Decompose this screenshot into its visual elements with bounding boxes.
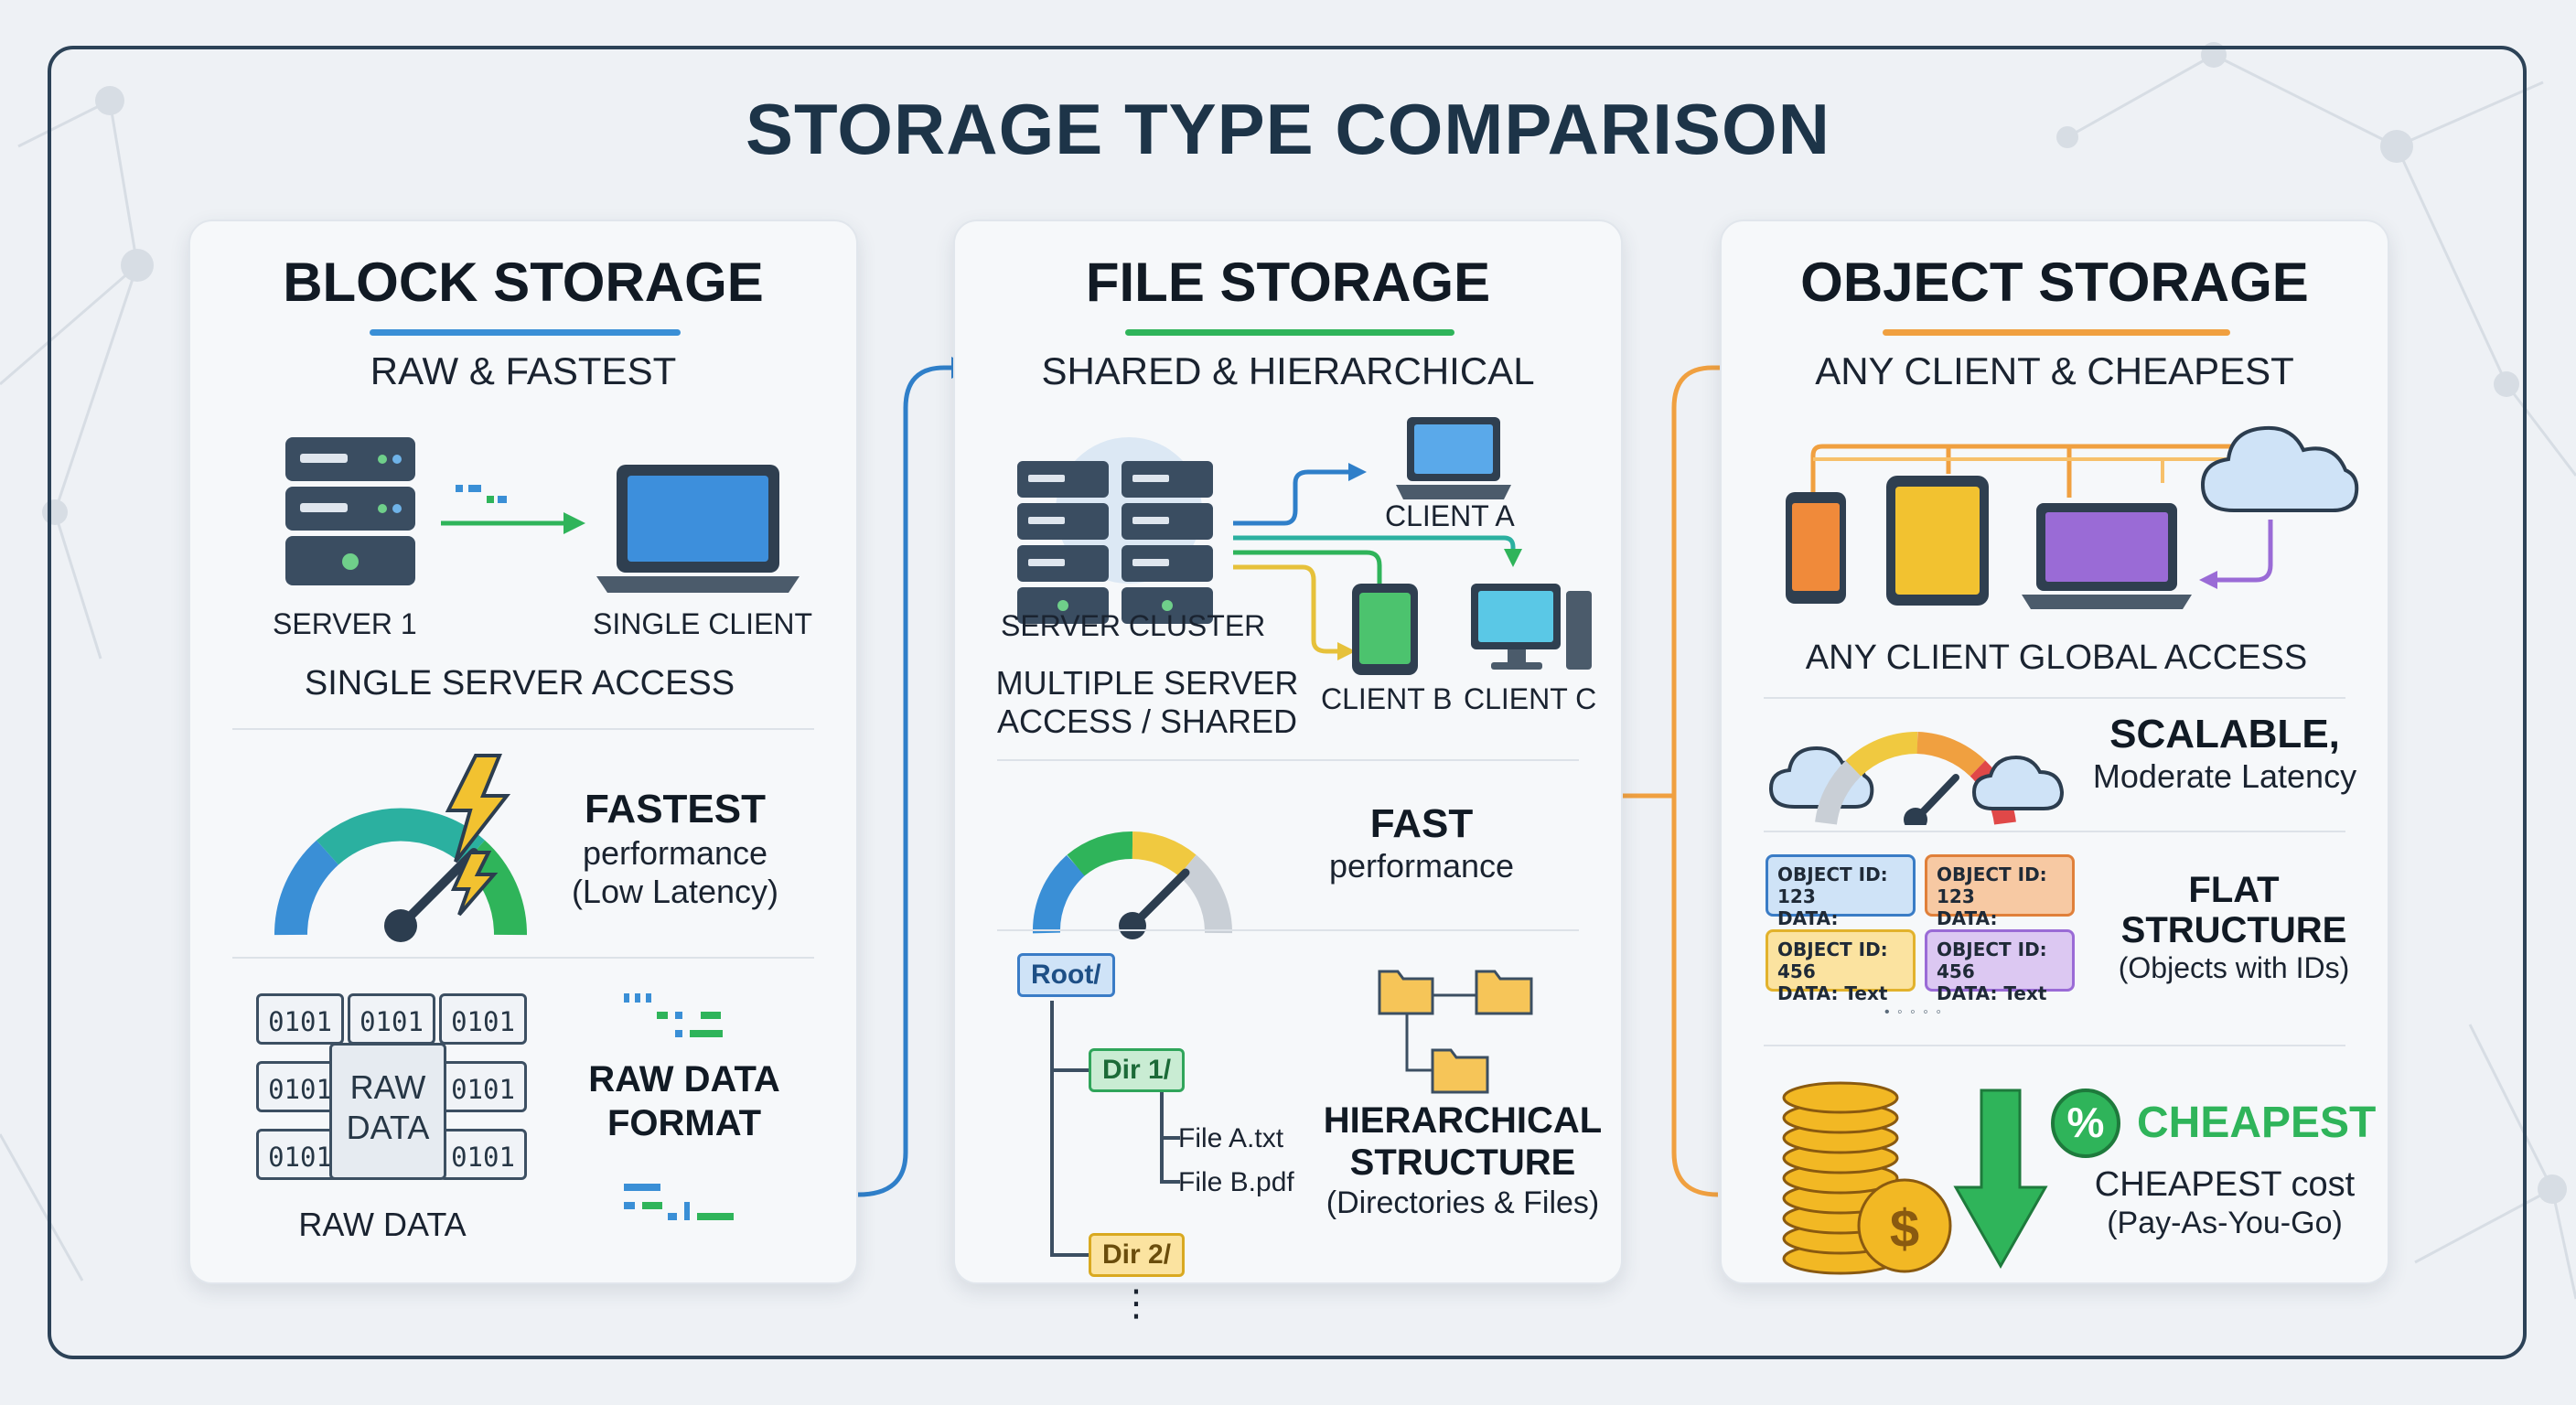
client-b-label: CLIENT B	[1321, 682, 1453, 715]
binary-block: 0101	[439, 993, 527, 1045]
data-bits-top-icon	[624, 993, 723, 1037]
tree-dir2-folder: Dir 2/	[1089, 1233, 1186, 1277]
block-perf-line2: (Low Latency)	[571, 873, 779, 910]
file-perf-title: FAST	[1369, 801, 1474, 846]
file-divider-1	[997, 759, 1579, 761]
single-client-label: SINGLE CLIENT	[593, 607, 813, 640]
block-divider-2	[232, 957, 814, 959]
file-access-line2: ACCESS / SHARED	[996, 702, 1298, 740]
client-c-desktop-icon	[1471, 584, 1592, 670]
tree-file-b: File B.pdf	[1178, 1167, 1294, 1197]
server-1-label: SERVER 1	[273, 607, 417, 640]
outer-frame	[48, 46, 2527, 1359]
carousel-dots: • ◦ ◦ ◦ ◦	[1884, 1004, 1944, 1020]
speedometer-cloud-icon	[1768, 731, 2065, 825]
object-divider-1	[1764, 697, 2345, 699]
block-perf-title: FASTEST	[584, 787, 767, 831]
file-title-underline	[1125, 329, 1454, 336]
tree-more-indicator: ⋮	[1118, 1283, 1154, 1324]
object-card: OBJECT ID: 123 DATA: Image	[1766, 854, 1916, 951]
object-card: OBJECT ID: 456 DATA: Text	[1925, 929, 2075, 1004]
object-divider-2	[1764, 831, 2345, 832]
block-divider-1	[232, 728, 814, 730]
dollar-sign: $	[1889, 1199, 1920, 1259]
binary-block: 0101	[348, 993, 435, 1045]
object-card-id: OBJECT ID: 123	[1937, 863, 2047, 907]
data-bits-bottom-icon	[624, 1184, 734, 1220]
coins-stack-icon	[1782, 1081, 1952, 1275]
object-card: OBJECT ID: 456 DATA: Text	[1766, 929, 1916, 1004]
flat-line2: STRUCTURE	[2120, 910, 2347, 950]
object-storage-panel: OBJECT STORAGE ANY CLIENT & CHEAPEST ANY…	[1720, 220, 2389, 1284]
file-title: FILE STORAGE	[1085, 252, 1491, 313]
object-card-data: DATA: Text	[1937, 982, 2047, 1004]
raw-data-caption: RAW DATA	[298, 1206, 467, 1243]
file-access-line1: MULTIPLE SERVER	[995, 664, 1299, 702]
laptop-purple-icon	[2022, 503, 2192, 609]
file-structure-line1: HIERARCHICAL	[1323, 1100, 1603, 1141]
phone-icon	[1786, 492, 1846, 604]
object-card-id: OBJECT ID: 456	[1777, 938, 1888, 982]
block-title-underline	[370, 329, 681, 336]
flat-line3: (Objects with IDs)	[2118, 951, 2350, 984]
file-structure-line3: (Directories & Files)	[1326, 1185, 1600, 1220]
flat-line1: FLAT	[2188, 870, 2280, 910]
block-storage-panel: BLOCK STORAGE RAW & FASTEST SERVER 1 SIN…	[188, 220, 858, 1284]
page-title: STORAGE TYPE COMPARISON	[746, 89, 1830, 169]
raw-data-file-text: RAW DATA	[346, 1068, 430, 1146]
object-scale-line1: Moderate Latency	[2092, 757, 2357, 795]
block-title: BLOCK STORAGE	[283, 252, 764, 313]
object-title-underline	[1883, 329, 2230, 336]
raw-data-file-icon: RAW DATA	[329, 1043, 446, 1180]
block-perf-line1: performance	[582, 834, 768, 872]
tree-connectors	[1050, 1001, 1180, 1257]
cost-line1: CHEAPEST cost	[2094, 1165, 2356, 1204]
block-access-label: SINGLE SERVER ACCESS	[304, 664, 735, 702]
client-a-laptop-icon	[1396, 417, 1511, 499]
block-subtitle: RAW & FASTEST	[370, 349, 677, 392]
percent-badge-icon: %	[2051, 1089, 2120, 1158]
file-structure-line2: STRUCTURE	[1349, 1142, 1576, 1183]
object-card-id: OBJECT ID: 123	[1777, 863, 1888, 907]
any-client-connections	[1810, 444, 2280, 589]
file-storage-panel: FILE STORAGE SHARED & HIERARCHICAL CLIEN…	[953, 220, 1623, 1324]
tablet-icon	[1886, 476, 1989, 606]
tree-root-folder: Root/	[1017, 953, 1115, 997]
object-subtitle: ANY CLIENT & CHEAPEST	[1815, 349, 2294, 392]
lightning-icon	[445, 754, 511, 917]
down-arrow-icon	[1953, 1089, 2048, 1270]
cloud-icon	[2200, 425, 2359, 512]
file-subtitle: SHARED & HIERARCHICAL	[1041, 349, 1535, 392]
file-divider-2	[997, 929, 1579, 931]
object-scale-title: SCALABLE,	[2109, 712, 2340, 756]
file-perf-line1: performance	[1328, 847, 1515, 885]
client-c-label: CLIENT C	[1464, 682, 1597, 715]
raw-data-format-label: RAW DATA FORMAT	[588, 1059, 780, 1143]
object-card: OBJECT ID: 123 DATA: Image	[1925, 854, 2075, 951]
server-cluster-label: SERVER CLUSTER	[1001, 609, 1266, 642]
binary-block: 0101	[439, 1061, 527, 1112]
cost-line2: (Pay-As-You-Go)	[2107, 1206, 2343, 1240]
binary-block: 0101	[256, 993, 344, 1045]
client-a-label: CLIENT A	[1385, 499, 1515, 532]
tree-file-a: File A.txt	[1178, 1123, 1284, 1153]
folder-hierarchy-icon	[1378, 970, 1533, 1094]
cheapest-tag: CHEAPEST	[2137, 1099, 2377, 1147]
server-cluster-icon	[1017, 437, 1213, 624]
server-icon	[285, 437, 415, 585]
binary-block: 0101	[439, 1129, 527, 1180]
object-access-label: ANY CLIENT GLOBAL ACCESS	[1805, 638, 2308, 677]
data-transfer-arrow-icon	[441, 485, 585, 534]
speedometer-moderate-icon	[1032, 831, 1233, 939]
client-b-tablet-icon	[1352, 584, 1418, 675]
percent-symbol: %	[2066, 1099, 2105, 1146]
tree-dir1-folder: Dir 1/	[1089, 1048, 1186, 1092]
object-divider-3	[1764, 1045, 2345, 1046]
object-card-data: DATA: Text	[1777, 982, 1888, 1004]
object-card-id: OBJECT ID: 456	[1937, 938, 2047, 982]
laptop-icon	[596, 465, 800, 593]
object-title: OBJECT STORAGE	[1800, 252, 2309, 313]
